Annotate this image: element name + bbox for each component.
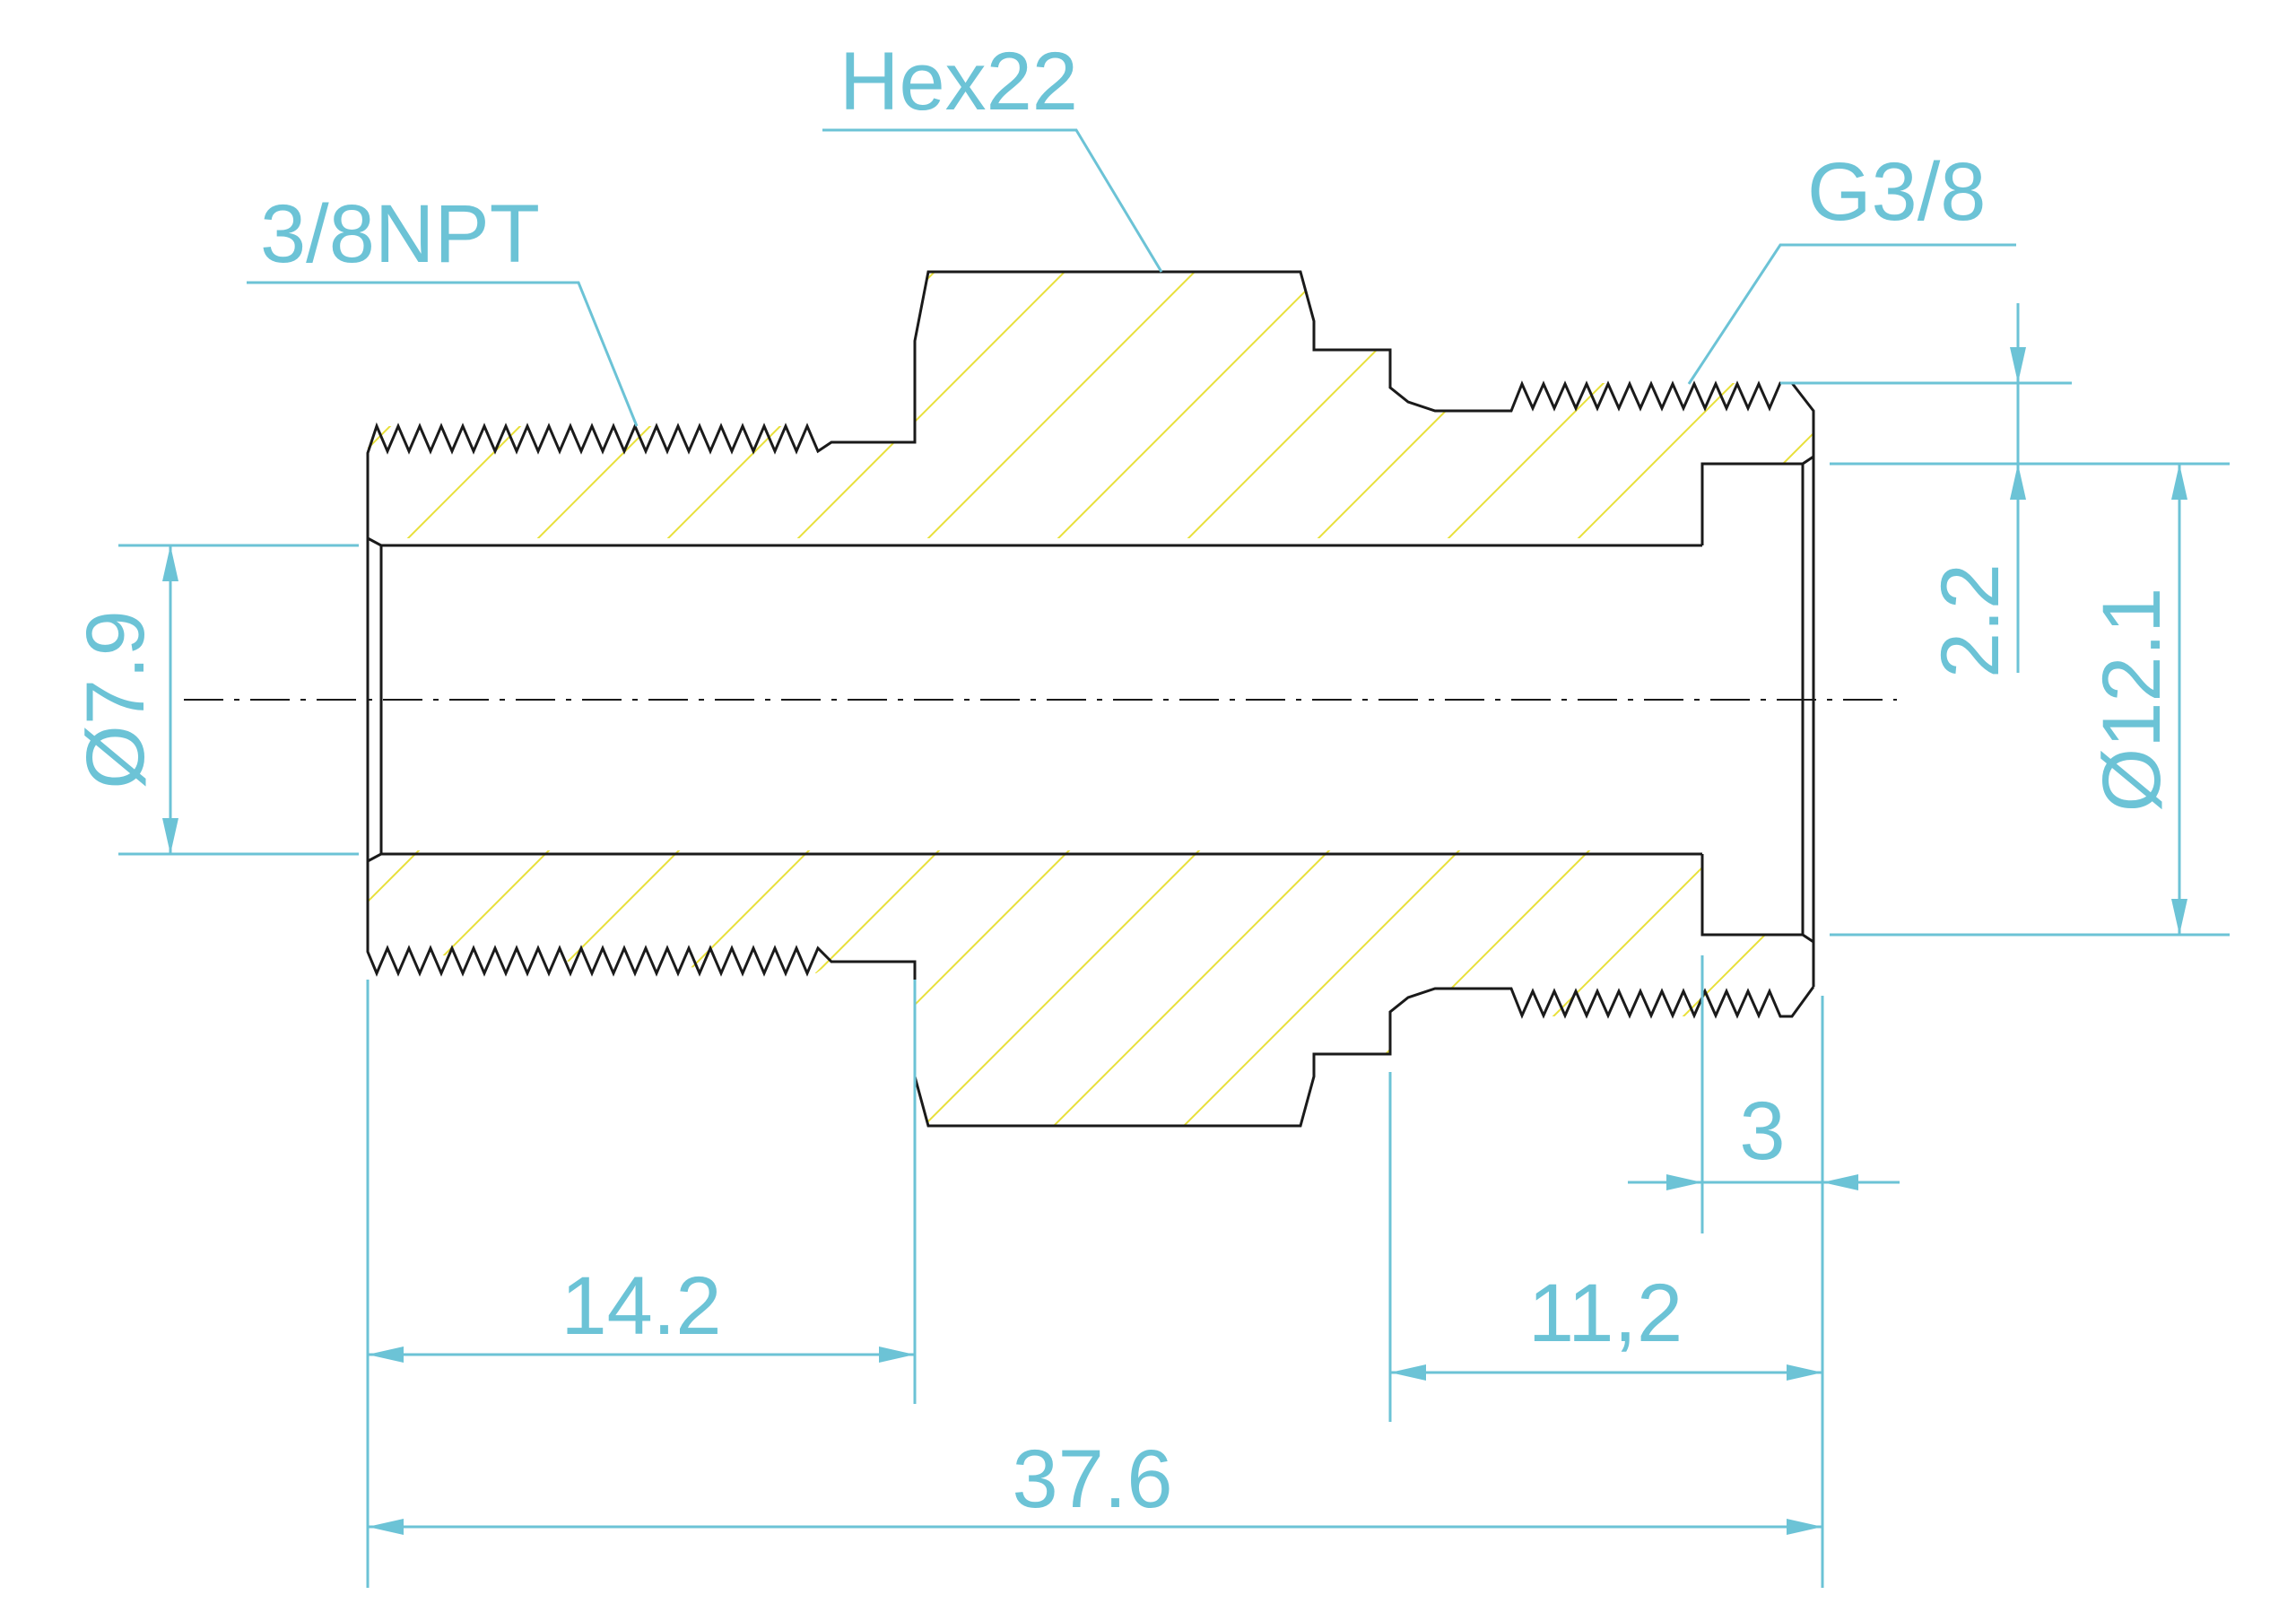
part-outline <box>184 270 1897 1128</box>
hatch-line <box>1821 834 2126 1139</box>
hatch-line <box>519 850 826 1126</box>
hatch-line <box>389 850 696 1126</box>
hatch-line <box>368 272 566 552</box>
hatch-line <box>2081 834 2296 1139</box>
hatch-line <box>779 272 1086 552</box>
npt-callout: 3/8NPT <box>247 188 639 427</box>
hatch-line <box>1039 850 1346 1126</box>
hatch-line <box>649 272 956 552</box>
hatch-line <box>1300 272 1606 552</box>
hatch-line <box>368 850 566 1126</box>
npt-length-dimension: 14.2 <box>366 980 917 1588</box>
upper-profile <box>366 270 1815 987</box>
recess-depth-dimension: 3 <box>1628 955 1900 1233</box>
hatch-line <box>779 850 1086 1126</box>
hatch-line <box>389 272 696 552</box>
lower-profile <box>366 850 1815 1128</box>
wall-label: 2.2 <box>1925 563 2016 678</box>
hatch-line <box>1821 251 2126 556</box>
hatch-line <box>1690 272 1813 552</box>
npt-label: 3/8NPT <box>260 188 540 280</box>
g-length-dimension: 11,2 <box>1388 996 1824 1588</box>
recess-chamfer-top <box>1802 455 1814 466</box>
total-length-label: 37.6 <box>1012 1434 1172 1525</box>
hatch-line <box>1430 272 1736 552</box>
hatch-line <box>1560 850 1813 1126</box>
hatch-line <box>2081 251 2296 556</box>
hatch-line <box>0 251 305 556</box>
hatch-line <box>368 850 436 1126</box>
hatch-line <box>1560 272 1813 552</box>
hatch-line <box>1951 251 2256 556</box>
g-length-label: 11,2 <box>1528 1268 1683 1359</box>
wall-dimension: 2.2 <box>1780 303 2072 678</box>
hatch-line <box>0 834 305 1139</box>
hatch-line <box>1951 834 2256 1139</box>
hatch-line <box>2211 251 2296 556</box>
bore-diameter-label: Ø7.9 <box>70 610 161 789</box>
hatch-line <box>1170 850 1476 1126</box>
hatch-line <box>519 272 826 552</box>
bore-diameter-dimension: Ø7.9 <box>70 544 359 856</box>
hatch-line <box>1300 850 1606 1126</box>
recess-diameter-dimension: Ø12.1 <box>1830 462 2230 937</box>
hatch-line <box>1039 272 1346 552</box>
recess-diameter-label: Ø12.1 <box>2086 588 2178 813</box>
hatch-line <box>368 272 436 552</box>
g-thread-callout: G3/8 <box>1687 146 2016 385</box>
hatch-line <box>1170 272 1476 552</box>
hatch-line <box>1690 850 1813 1126</box>
total-length-dimension: 37.6 <box>368 1434 1822 1535</box>
hatch-line <box>1430 850 1736 1126</box>
hatch-line <box>2211 834 2296 1139</box>
upper-section-hatch <box>0 251 2296 556</box>
hatch-line <box>909 272 1216 552</box>
g-thread-label: G3/8 <box>1807 146 1986 238</box>
lower-section-hatch <box>0 834 2296 1139</box>
hatch-line <box>649 850 956 1126</box>
npt-length-label: 14.2 <box>561 1260 721 1352</box>
hex-callout: Hex22 <box>822 36 1163 273</box>
recess-chamfer-bottom <box>1802 933 1814 944</box>
recess-depth-label: 3 <box>1739 1085 1785 1177</box>
hatch-line <box>909 850 1216 1126</box>
hex-label: Hex22 <box>839 36 1078 127</box>
